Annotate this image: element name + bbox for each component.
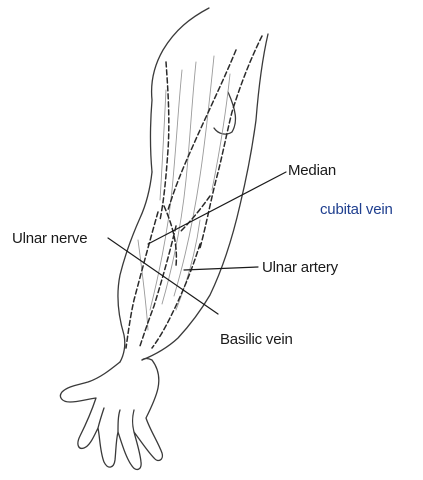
finger-crease-2 — [118, 410, 120, 432]
muscle-line-2 — [162, 62, 196, 304]
label-median-cubital-vein-line2: cubital vein — [320, 201, 393, 219]
finger-crease-1 — [98, 408, 104, 428]
label-basilic-vein: Basilic vein — [220, 331, 293, 349]
hand-outline — [60, 359, 162, 470]
label-ulnar-nerve: Ulnar nerve — [12, 230, 87, 248]
muscle-line-1 — [150, 70, 182, 310]
basilic-vein-upper — [160, 62, 169, 220]
arm-outline — [60, 8, 268, 469]
label-ulnar-artery: Ulnar artery — [262, 259, 338, 277]
forearm-vessel-2 — [140, 226, 176, 346]
medial-arm-edge — [118, 172, 152, 362]
lateral-arm-edge — [142, 34, 268, 360]
forearm-vessel-1 — [126, 212, 158, 348]
label-median-cubital-vein-line1: Median — [288, 162, 336, 180]
muscle-line-4 — [212, 74, 230, 190]
finger-crease-3 — [133, 410, 135, 432]
brachial-artery — [168, 50, 236, 210]
